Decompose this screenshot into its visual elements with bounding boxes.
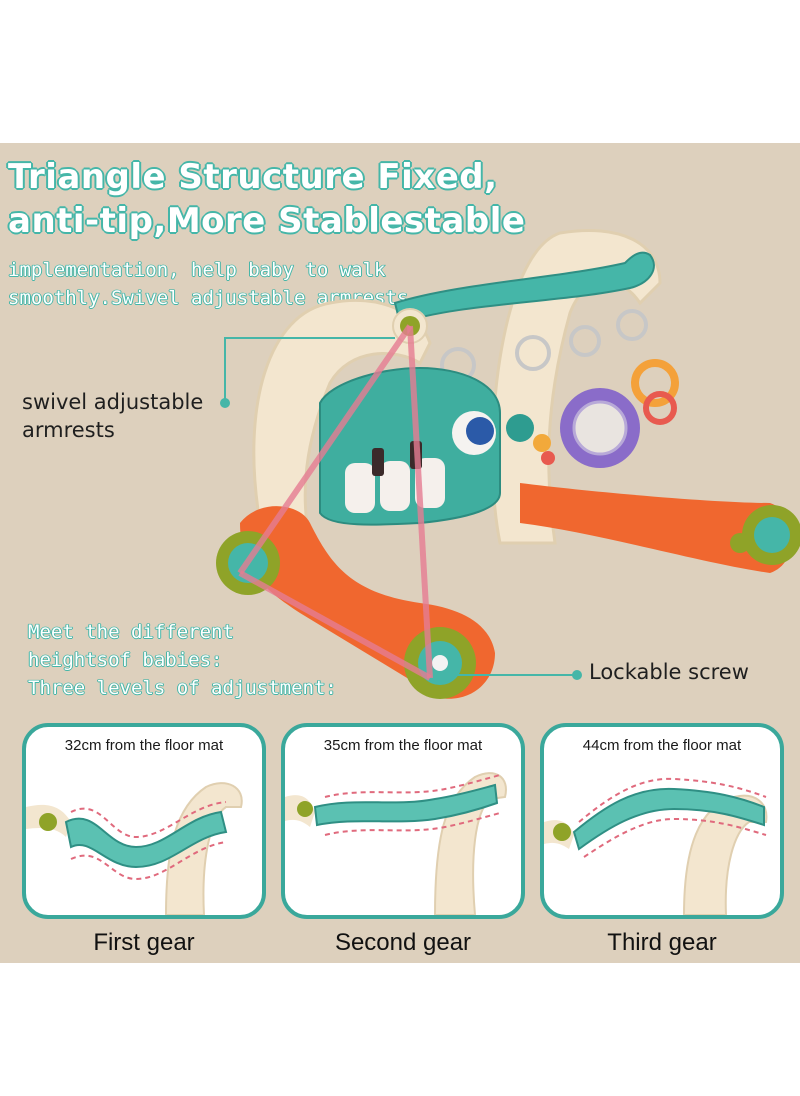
headline-line-2: anti-tip,More Stablestable <box>7 200 526 242</box>
front-arch <box>252 298 432 546</box>
gear-card-first: 32cm from the floor mat <box>22 723 266 919</box>
back-arch <box>491 228 662 545</box>
teal-top-bar <box>393 251 655 325</box>
gear-diagram <box>285 772 507 915</box>
gear-label-third: Third gear <box>607 929 717 956</box>
subtext-line-1: implementation, help baby to walk <box>7 258 386 281</box>
heights-note-line-3: Three levels of adjustment: <box>27 676 337 699</box>
rattle-toy <box>631 359 679 407</box>
baby-walker-illustration <box>216 228 800 699</box>
gear-diagram <box>544 777 768 915</box>
gear-card-second: 35cm from the floor mat <box>281 723 525 919</box>
back-orange-base <box>520 483 793 573</box>
armrest-callout-line-1: swivel adjustable <box>22 390 204 414</box>
heights-note-line-2: heightsof babies: <box>27 648 223 671</box>
product-image-panel: Triangle Structure Fixed, anti-tip,More … <box>0 143 800 963</box>
gear-card-third: 44cm from the floor mat <box>540 723 784 919</box>
ball-toy <box>506 414 534 442</box>
gear-label-second: Second gear <box>334 929 472 956</box>
piano-key-2 <box>380 461 410 511</box>
armrest-callout: swivel adjustable armrests <box>22 388 203 444</box>
gear-caption: 44cm from the floor mat <box>582 737 742 754</box>
armrest-callout-line <box>224 337 395 403</box>
lockable-screw-callout: Lockable screw <box>589 660 749 684</box>
subtext-line-2: smoothly.Swivel adjustable armrests <box>7 286 409 309</box>
piano-key-1 <box>345 463 375 513</box>
triangle-line-3 <box>238 570 432 681</box>
heights-note-line-1: Meet the different <box>27 620 234 643</box>
gear-label-first: First gear <box>93 929 195 956</box>
armrest-callout-line-2: armrests <box>22 418 115 442</box>
gear-caption: 32cm from the floor mat <box>64 737 224 754</box>
gear-diagram <box>26 782 243 915</box>
triangle-line-1 <box>237 324 413 575</box>
headline-line-1: Triangle Structure Fixed, <box>7 156 498 198</box>
flower-mirror-toy <box>560 388 640 468</box>
gear-caption: 35cm from the floor mat <box>323 737 483 754</box>
triangle-line-2 <box>407 325 433 679</box>
